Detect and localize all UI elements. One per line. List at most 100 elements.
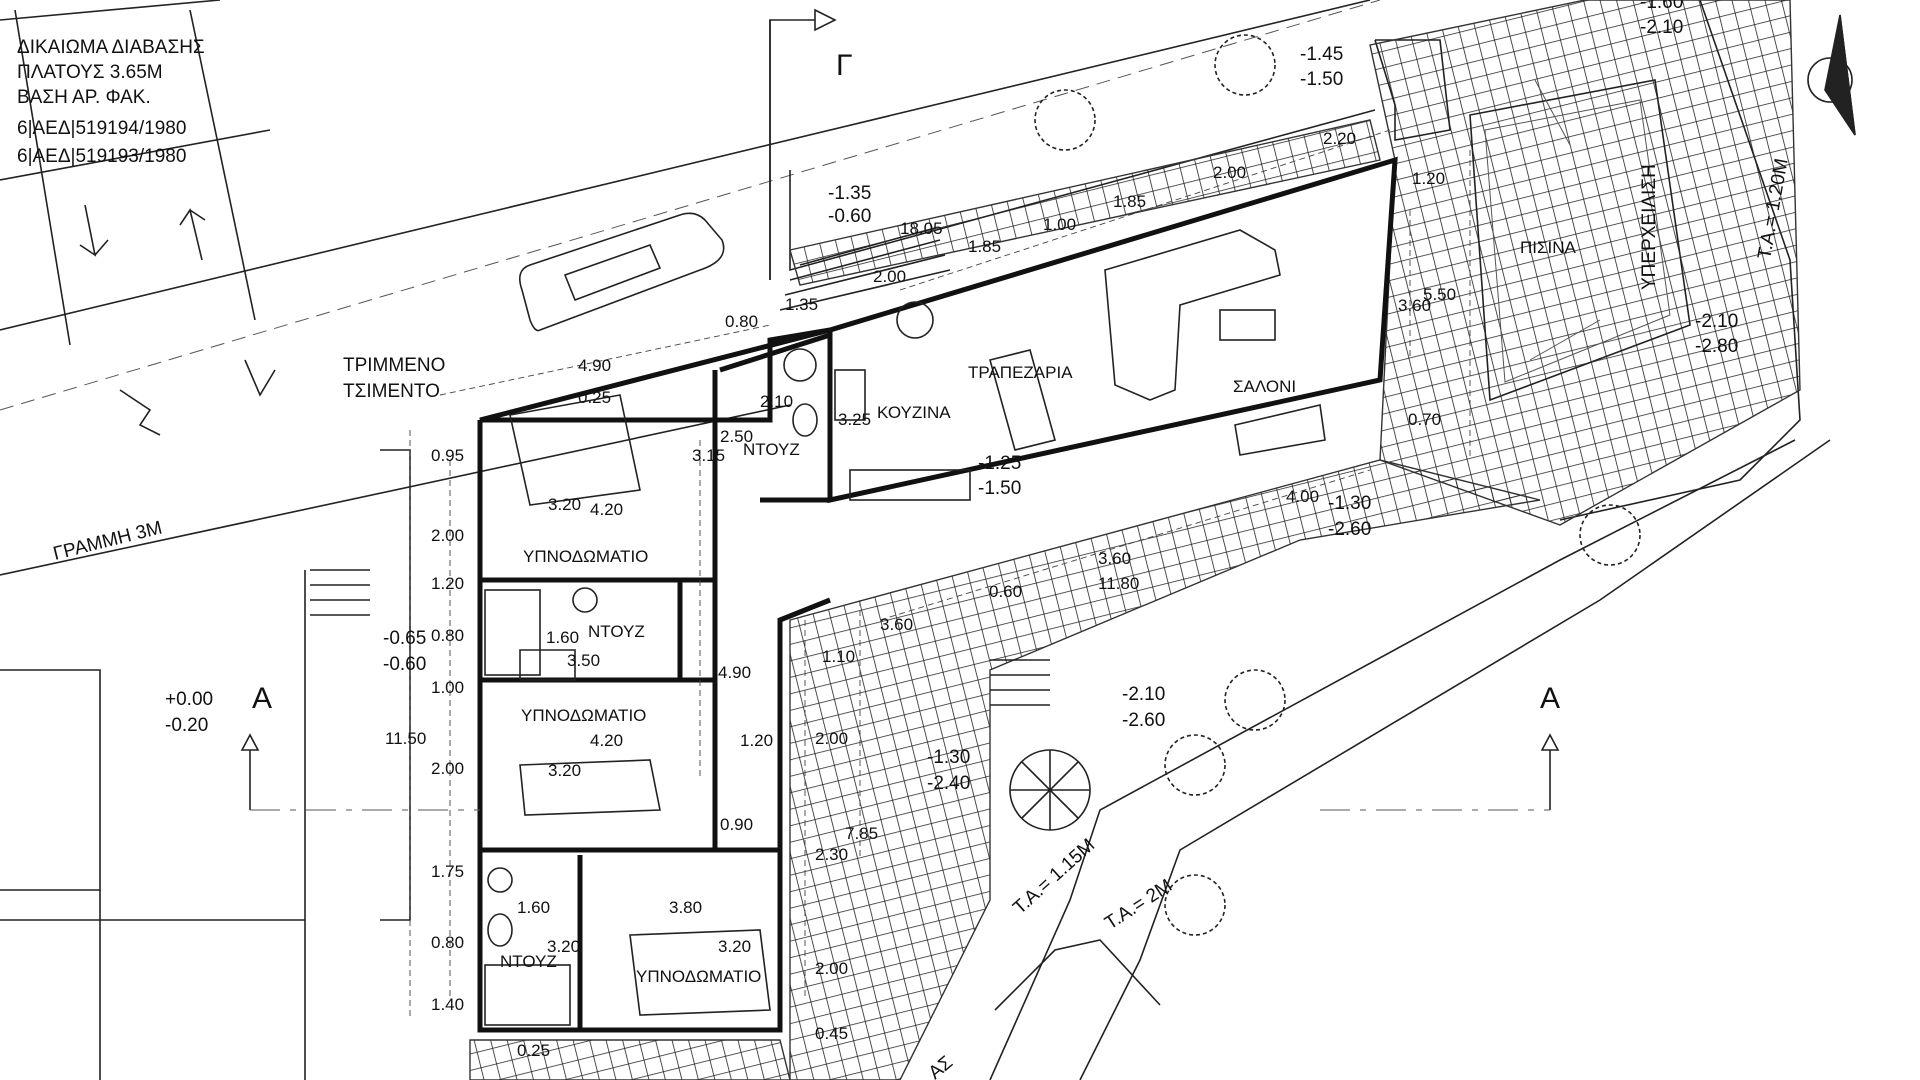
- svg-text:4.90: 4.90: [578, 356, 611, 375]
- svg-text:11.80: 11.80: [1098, 574, 1139, 593]
- room-bedroom-2: ΥΠΝΟΔΩΜΑΤΙΟ: [521, 706, 646, 725]
- svg-text:3.25: 3.25: [838, 410, 871, 429]
- svg-text:4.90: 4.90: [718, 663, 751, 682]
- right-of-way-note: ΔΙΚΑΙΩΜΑ ΔΙΑΒΑΣΗΣ ΠΛΑΤΟΥΣ 3.65Μ ΒΑΣΗ ΑΡ.…: [17, 37, 205, 167]
- svg-text:2.00: 2.00: [1213, 163, 1246, 182]
- ta-1-15-label: Τ.Α.= 1.15Μ: [1009, 835, 1099, 919]
- svg-text:3.60: 3.60: [1098, 549, 1131, 568]
- svg-text:-0.60: -0.60: [828, 206, 871, 227]
- svg-text:1.00: 1.00: [431, 678, 464, 697]
- svg-text:4.00: 4.00: [1286, 487, 1319, 506]
- section-mark-a-right: Α: [1540, 682, 1560, 715]
- svg-text:5.50: 5.50: [1423, 285, 1456, 304]
- svg-text:3.20: 3.20: [548, 761, 581, 780]
- svg-text:6|ΑΕΔ|519194/1980: 6|ΑΕΔ|519194/1980: [17, 118, 186, 139]
- dimension-lines: [409, 129, 1471, 1020]
- svg-text:+0.00: +0.00: [165, 689, 213, 710]
- svg-text:-2.10: -2.10: [1640, 17, 1683, 38]
- svg-text:3.15: 3.15: [692, 446, 725, 465]
- section-mark-a-left: Α: [252, 682, 272, 715]
- svg-text:-2.40: -2.40: [927, 773, 970, 794]
- svg-text:1.85: 1.85: [1113, 192, 1146, 211]
- svg-text:0.95: 0.95: [431, 446, 464, 465]
- svg-text:1.85: 1.85: [968, 237, 1001, 256]
- svg-text:1.35: 1.35: [785, 295, 818, 314]
- room-pool: ΠΙΣΙΝΑ: [1520, 238, 1577, 257]
- svg-text:-2.10: -2.10: [1122, 684, 1165, 705]
- svg-text:2.10: 2.10: [760, 392, 793, 411]
- room-shower-mid: ΝΤΟΥΖ: [588, 622, 645, 641]
- svg-text:-0.65: -0.65: [383, 628, 426, 649]
- room-bedroom-3: ΥΠΝΟΔΩΜΑΤΙΟ: [636, 967, 761, 986]
- svg-text:1.60: 1.60: [546, 628, 579, 647]
- svg-text:-1.50: -1.50: [1300, 69, 1343, 90]
- svg-text:1.40: 1.40: [431, 995, 464, 1014]
- room-dining: ΤΡΑΠΕΖΑΡΙΑ: [968, 363, 1073, 382]
- north-arrow-icon: [1807, 14, 1856, 136]
- house-walls: [477, 156, 1398, 1033]
- svg-text:3.20: 3.20: [547, 937, 580, 956]
- pool: [1469, 79, 1691, 402]
- svg-text:2.50: 2.50: [720, 427, 753, 446]
- svg-text:1.75: 1.75: [431, 862, 464, 881]
- svg-text:-1.30: -1.30: [1328, 493, 1371, 514]
- svg-text:2.20: 2.20: [1323, 129, 1356, 148]
- svg-text:-2.60: -2.60: [1122, 710, 1165, 731]
- svg-text:11.50: 11.50: [385, 729, 426, 748]
- svg-text:-2.10: -2.10: [1695, 311, 1738, 332]
- overflow-label: ΥΠΕΡΧΕΙΛΙΣΗ: [1639, 164, 1660, 290]
- room-living: ΣΑΛΟΝΙ: [1233, 377, 1296, 396]
- svg-text:2.30: 2.30: [815, 845, 848, 864]
- access-road: [0, 0, 1381, 576]
- level-markers: -1.60 -2.10 -1.45 -1.50 -1.35 -0.60 -2.1…: [165, 0, 1738, 794]
- svg-text:4.20: 4.20: [590, 500, 623, 519]
- traffic-arrows: [79, 204, 276, 436]
- svg-text:3.50: 3.50: [567, 651, 600, 670]
- surface-note-2: ΤΣΙΜΕΝΤΟ: [343, 381, 440, 402]
- room-kitchen: ΚΟΥΖΙΝΑ: [877, 403, 951, 422]
- svg-text:-1.50: -1.50: [978, 478, 1021, 499]
- svg-text:1.20: 1.20: [740, 731, 773, 750]
- svg-text:18.05: 18.05: [900, 219, 943, 238]
- svg-text:0.70: 0.70: [1408, 410, 1441, 429]
- svg-text:2.00: 2.00: [815, 959, 848, 978]
- bottom-fragment-label: ΑΣ: [925, 1052, 957, 1080]
- svg-text:2.00: 2.00: [815, 729, 848, 748]
- svg-text:-0.60: -0.60: [383, 654, 426, 675]
- stairs: [310, 227, 1050, 706]
- svg-text:0.80: 0.80: [725, 312, 758, 331]
- svg-text:1.20: 1.20: [431, 574, 464, 593]
- svg-text:2.00: 2.00: [873, 267, 906, 286]
- dimension-labels: 2.20 2.00 1.85 1.00 18.05 1.85 1.20 5.50…: [385, 129, 1456, 1060]
- line-3m-label: ΓΡΑΜΜΗ 3Μ: [51, 518, 164, 565]
- svg-text:0.25: 0.25: [517, 1041, 550, 1060]
- svg-text:0.80: 0.80: [431, 626, 464, 645]
- svg-text:3.20: 3.20: [718, 937, 751, 956]
- section-lines: [240, 8, 1560, 811]
- svg-text:0.80: 0.80: [431, 933, 464, 952]
- svg-text:1.60: 1.60: [517, 898, 550, 917]
- svg-text:0.60: 0.60: [989, 582, 1022, 601]
- svg-text:ΠΛΑΤΟΥΣ 3.65Μ: ΠΛΑΤΟΥΣ 3.65Μ: [17, 62, 163, 83]
- svg-text:-2.60: -2.60: [1328, 519, 1371, 540]
- svg-text:4.20: 4.20: [590, 731, 623, 750]
- section-mark-gamma: Γ: [836, 49, 853, 82]
- svg-text:0.90: 0.90: [720, 815, 753, 834]
- room-shower-top: ΝΤΟΥΖ: [743, 440, 800, 459]
- svg-text:1.10: 1.10: [822, 647, 855, 666]
- svg-text:-0.20: -0.20: [165, 715, 208, 736]
- svg-text:-1.35: -1.35: [828, 183, 871, 204]
- room-shower-bottom: ΝΤΟΥΖ: [500, 952, 557, 971]
- terrace-paving: [469, 0, 1801, 1080]
- svg-text:3.80: 3.80: [669, 898, 702, 917]
- furniture: [484, 229, 1326, 1026]
- svg-text:3.20: 3.20: [548, 495, 581, 514]
- svg-text:-2.80: -2.80: [1695, 336, 1738, 357]
- svg-text:3.60: 3.60: [1398, 296, 1431, 315]
- svg-text:1.00: 1.00: [1043, 215, 1076, 234]
- svg-text:ΔΙΚΑΙΩΜΑ ΔΙΑΒΑΣΗΣ: ΔΙΚΑΙΩΜΑ ΔΙΑΒΑΣΗΣ: [17, 37, 205, 58]
- svg-text:2.00: 2.00: [431, 526, 464, 545]
- svg-text:-1.30: -1.30: [927, 747, 970, 768]
- svg-text:3.60: 3.60: [880, 615, 913, 634]
